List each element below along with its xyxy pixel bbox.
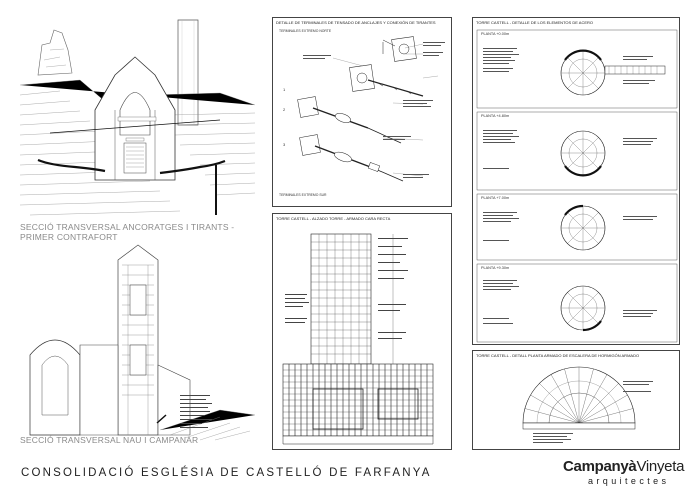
subheading-south: TERMINALES EXTREMO SUR bbox=[279, 193, 327, 197]
section-anchors-drawing bbox=[19, 19, 256, 216]
panel-steel-elements: TORRE CASTELL - DETALLE DE LOS ELEMENTOS… bbox=[472, 17, 680, 345]
panel-title: DETALLE DE TERMINALES DE TENSADO DE ANCL… bbox=[276, 20, 436, 25]
caption-line-1: SECCIÓ TRANSVERSAL ANCORATGES I TIRANTS … bbox=[20, 222, 235, 232]
panel-title: TORRE CASTELL - ALZADO TORRE - ARMADO CA… bbox=[276, 216, 391, 221]
plant-label-2: PLANTA +4.80m bbox=[481, 114, 510, 118]
steel-plans-drawing bbox=[476, 29, 678, 343]
firm-logo-main: Campanyà bbox=[563, 458, 637, 475]
tower-elevation-drawing bbox=[282, 233, 434, 445]
section-nave-caption: SECCIÓ TRANSVERSAL NAU I CAMPANAR bbox=[20, 435, 199, 445]
detail-number-1: 1 bbox=[283, 87, 286, 92]
panel-title: TORRE CASTELL - DETALL PLANTA ARMADO DE … bbox=[476, 353, 640, 358]
sheet-title: CONSOLIDACIÓ ESGLÉSIA DE CASTELLÓ DE FAR… bbox=[21, 467, 432, 479]
detail-number-3: 3 bbox=[283, 142, 286, 147]
panel-tie-terminals: DETALLE DE TERMINALES DE TENSADO DE ANCL… bbox=[272, 17, 452, 207]
terminals-drawing bbox=[297, 36, 445, 182]
detail-number-2: 2 bbox=[283, 107, 286, 112]
subheading-north: TERMINALES EXTREMO NORTE bbox=[279, 29, 332, 33]
firm-logo-accent: Vinyeta bbox=[636, 458, 685, 475]
firm-logo-subtitle: arquitectes bbox=[588, 476, 670, 486]
plant-label-1: PLANTA +0.00m bbox=[481, 32, 510, 36]
stair-plan-drawing bbox=[522, 366, 653, 443]
plant-label-4: PLANTA +9.30m bbox=[481, 266, 510, 270]
panel-stair-plan: TORRE CASTELL - DETALL PLANTA ARMADO DE … bbox=[472, 350, 680, 450]
panel-tower-elevation: TORRE CASTELL - ALZADO TORRE - ARMADO CA… bbox=[272, 213, 452, 450]
section-anchors-caption: SECCIÓ TRANSVERSAL ANCORATGES I TIRANTS … bbox=[20, 222, 234, 242]
plant-label-3: PLANTA +7.00m bbox=[481, 196, 510, 200]
section-nave-drawing bbox=[29, 244, 256, 441]
panel-title: TORRE CASTELL - DETALLE DE LOS ELEMENTOS… bbox=[476, 20, 593, 25]
caption-line-2: PRIMER CONTRAFORT bbox=[20, 232, 118, 242]
firm-logo: CampanyàVinyeta bbox=[563, 458, 684, 475]
